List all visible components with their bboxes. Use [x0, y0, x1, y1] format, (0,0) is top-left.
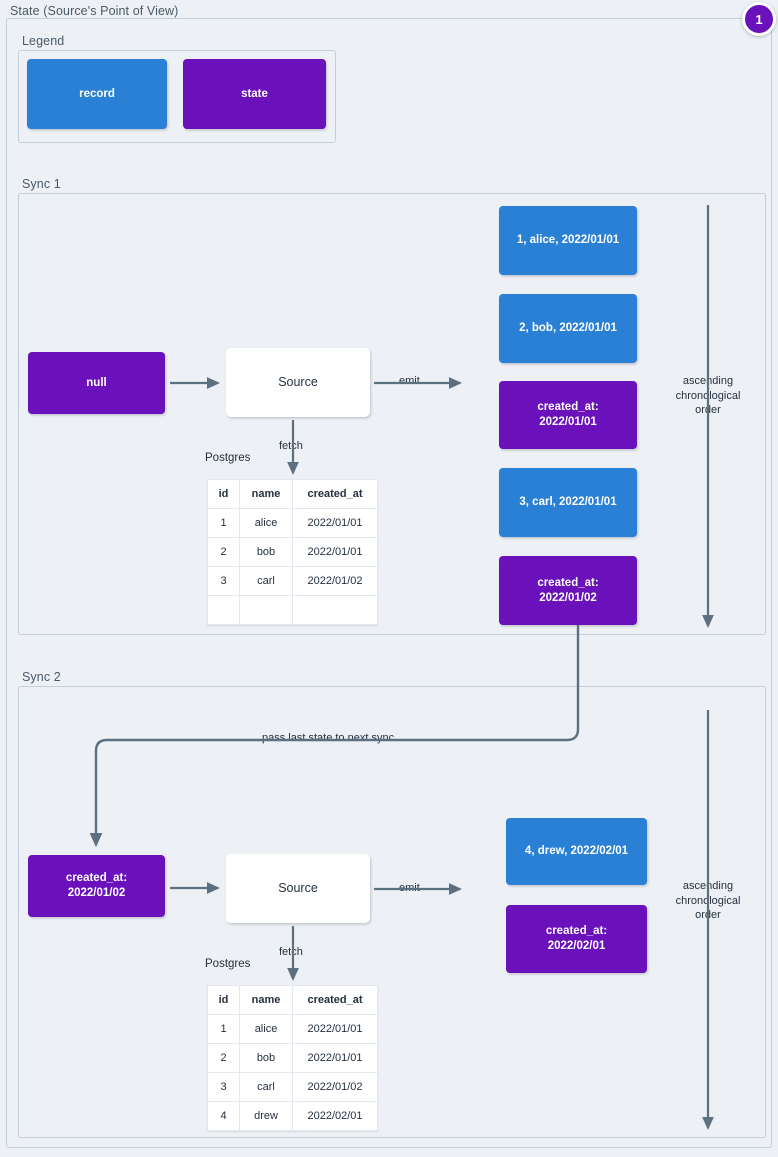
sync1-input-state-label: null [86, 376, 107, 389]
table-header-row: id name created_at [207, 985, 378, 1015]
cell: drew [239, 1101, 293, 1131]
sync2-col-created-at: created_at [292, 985, 378, 1015]
cell: 3 [207, 566, 240, 596]
sync1-col-id: id [207, 479, 240, 509]
cell [292, 595, 378, 625]
table-header-row: id name created_at [207, 479, 378, 509]
cell: bob [239, 1043, 293, 1073]
sync2-fetch-label: fetch [276, 946, 306, 958]
sync1-frame [18, 193, 766, 635]
sync2-col-id: id [207, 985, 240, 1015]
sync1-emitted-record-3-label: 3, carl, 2022/01/01 [519, 496, 617, 508]
cell [207, 595, 240, 625]
sync1-emitted-state-1-label: created_at: 2022/01/01 [537, 401, 599, 428]
sync1-order-label: ascending chronological order [668, 373, 748, 419]
cell: 1 [207, 1014, 240, 1044]
cell: 2022/01/01 [292, 1043, 378, 1073]
outer-frame [6, 18, 772, 1148]
sync1-source-label: Source [278, 375, 318, 389]
cell: 2022/01/02 [292, 566, 378, 596]
cell: 2 [207, 537, 240, 567]
sync1-emitted-record-1: 1, alice, 2022/01/01 [499, 206, 637, 275]
sync1-emitted-state-1: created_at: 2022/01/01 [499, 381, 637, 449]
cell: 2022/01/01 [292, 537, 378, 567]
table-row: 3 carl 2022/01/02 [207, 566, 378, 596]
step-badge[interactable]: 1 [742, 2, 776, 36]
sync2-col-name: name [239, 985, 293, 1015]
sync1-source-node: Source [226, 348, 370, 417]
cell: 2022/01/02 [292, 1072, 378, 1102]
sync1-title: Sync 1 [22, 177, 61, 191]
sync1-postgres-label: Postgres [205, 452, 251, 464]
sync2-source-label: Source [278, 881, 318, 895]
sync2-input-state-label: created_at: 2022/01/02 [65, 872, 128, 899]
cell: 4 [207, 1101, 240, 1131]
cell: 2022/01/01 [292, 508, 378, 538]
sync1-col-name: name [239, 479, 293, 509]
sync2-input-state-node: created_at: 2022/01/02 [28, 855, 165, 917]
table-row: 3 carl 2022/01/02 [207, 1072, 378, 1102]
sync1-input-state-node: null [28, 352, 165, 414]
cell: carl [239, 566, 293, 596]
sync2-emitted-state-1-label: created_at: 2022/02/01 [545, 925, 608, 952]
cell: 1 [207, 508, 240, 538]
table-row: 2 bob 2022/01/01 [207, 537, 378, 567]
legend-swatch-state-label: state [241, 87, 268, 100]
cell: alice [239, 1014, 293, 1044]
legend-swatch-record-label: record [79, 87, 115, 100]
legend-swatch-state: state [183, 59, 326, 129]
cell: 2022/01/01 [292, 1014, 378, 1044]
legend-title: Legend [22, 34, 65, 48]
page-title: State (Source's Point of View) [10, 4, 179, 18]
cell: 2 [207, 1043, 240, 1073]
sync2-source-node: Source [226, 854, 370, 923]
cell: carl [239, 1072, 293, 1102]
sync2-order-label: ascending chronological order [668, 878, 748, 924]
pass-state-label: pass last state to next sync [259, 732, 398, 744]
legend-swatch-record: record [27, 59, 167, 129]
table-row: 4 drew 2022/02/01 [207, 1101, 378, 1131]
sync1-postgres-table: id name created_at 1 alice 2022/01/01 2 … [207, 479, 378, 625]
table-row: 1 alice 2022/01/01 [207, 1014, 378, 1044]
sync1-emitted-state-2-label: created_at: 2022/01/02 [537, 576, 599, 604]
sync2-emitted-state-1: created_at: 2022/02/01 [506, 905, 647, 973]
sync2-postgres-label: Postgres [205, 958, 251, 970]
legend-frame [18, 50, 336, 143]
table-row: 1 alice 2022/01/01 [207, 508, 378, 538]
cell: 3 [207, 1072, 240, 1102]
table-row [207, 595, 378, 625]
sync1-emitted-state-2: created_at: 2022/01/02 [499, 556, 637, 625]
sync2-emitted-record-1: 4, drew, 2022/02/01 [506, 818, 647, 885]
sync1-emitted-record-1-label: 1, alice, 2022/01/01 [516, 234, 620, 246]
sync1-emitted-record-2-label: 2, bob, 2022/01/01 [519, 322, 617, 334]
sync1-col-created-at: created_at [292, 479, 378, 509]
table-row: 2 bob 2022/01/01 [207, 1043, 378, 1073]
sync1-emit-label: emit [396, 375, 423, 387]
sync2-postgres-table: id name created_at 1 alice 2022/01/01 2 … [207, 985, 378, 1131]
sync2-emitted-record-1-label: 4, drew, 2022/02/01 [524, 845, 629, 857]
sync2-title: Sync 2 [22, 670, 61, 684]
cell: 2022/02/01 [292, 1101, 378, 1131]
cell: bob [239, 537, 293, 567]
cell: alice [239, 508, 293, 538]
cell [239, 595, 293, 625]
sync2-emit-label: emit [396, 882, 423, 894]
sync1-fetch-label: fetch [276, 440, 306, 452]
sync1-emitted-record-2: 2, bob, 2022/01/01 [499, 294, 637, 363]
sync1-emitted-record-3: 3, carl, 2022/01/01 [499, 468, 637, 537]
